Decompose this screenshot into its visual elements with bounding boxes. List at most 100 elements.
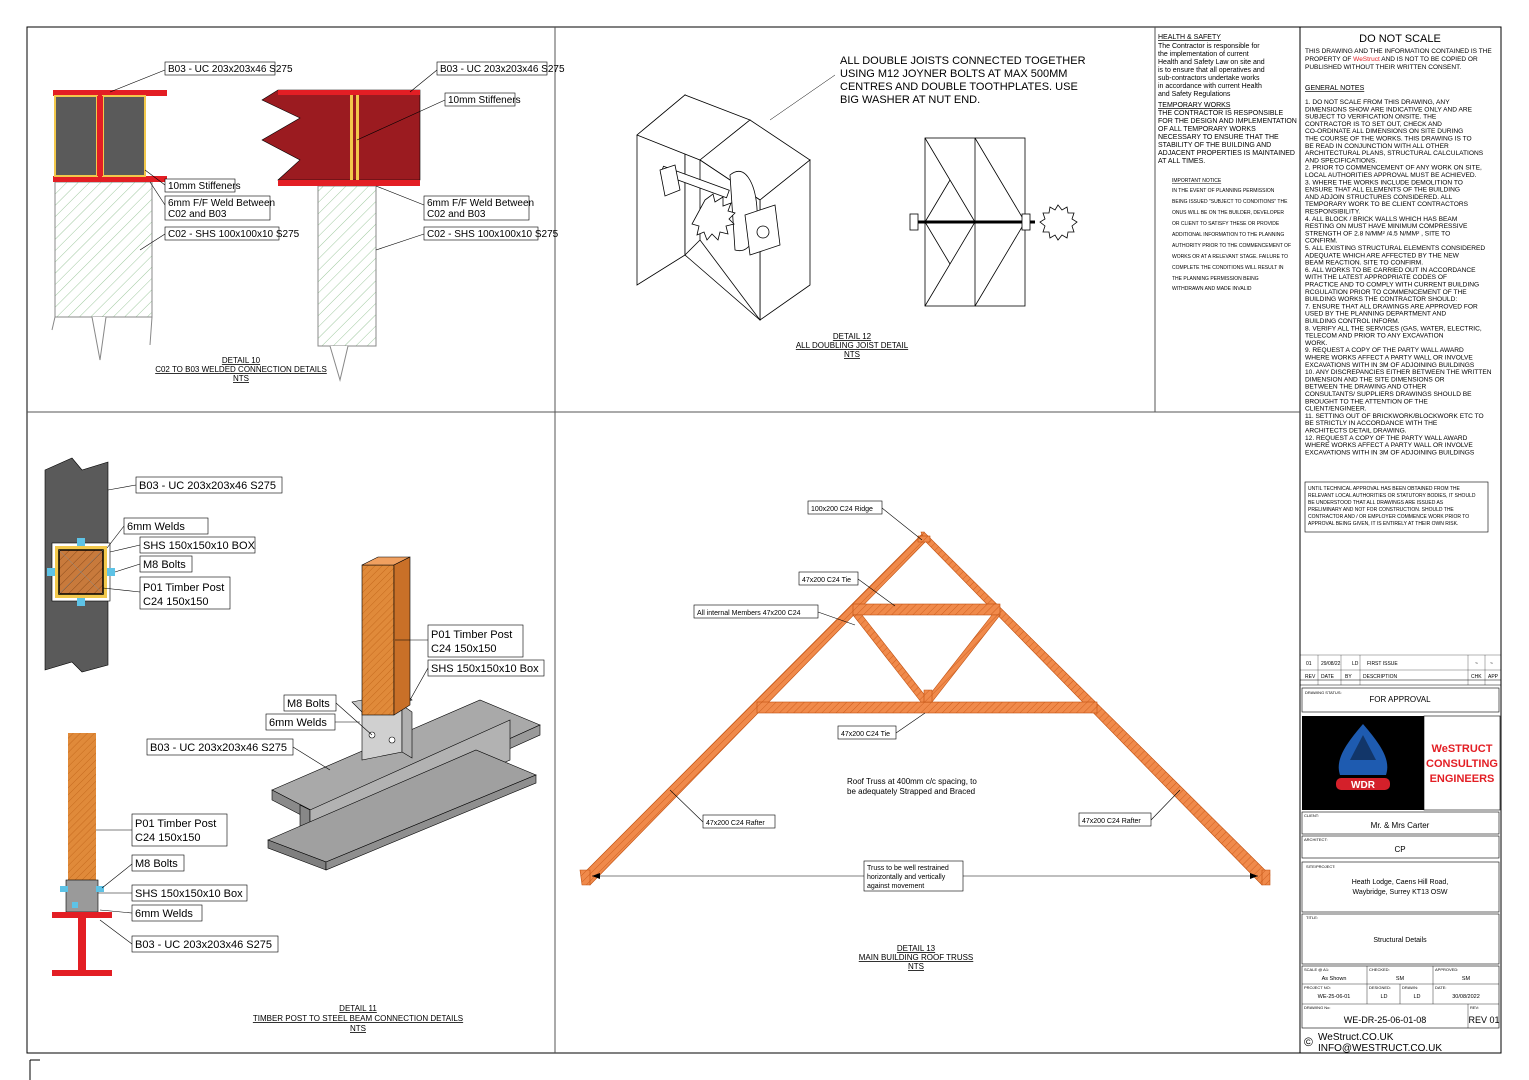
svg-text:SITE/PROJECT:: SITE/PROJECT:: [1306, 864, 1335, 869]
svg-text:APP: APP: [1488, 674, 1499, 680]
do-not-scale-label: DO NOT SCALE: [1359, 33, 1441, 45]
d11-elev-post-label-1: P01 Timber Post: [135, 818, 216, 830]
detail11-plan-drawing: [44, 457, 115, 673]
detail-10: B03 - UC 203x203x46 S275 10mm Stiffeners…: [51, 61, 565, 383]
detail-13: 100x200 C24 Ridge 47x200 C24 Tie All int…: [579, 500, 1271, 971]
svg-text:CHK: CHK: [1471, 674, 1482, 680]
svg-text:BY: BY: [1345, 674, 1352, 680]
general-note-line: BETWEEN THE DRAWING AND OTHER: [1305, 384, 1426, 391]
detail12-caption: DETAIL 12 ALL DOUBLING JOIST DETAIL NTS: [796, 332, 909, 359]
svg-text:OF ALL TEMPORARY WORKS: OF ALL TEMPORARY WORKS: [1158, 126, 1256, 133]
svg-text:MAIN BUILDING ROOF TRUSS: MAIN BUILDING ROOF TRUSS: [859, 953, 974, 962]
general-note-line: THE COURSE OF THE WORKS. THIS DRAWING IS…: [1305, 136, 1472, 143]
drawn-value: LD: [1413, 994, 1420, 1000]
general-note-line: 2. PRIOR TO COMMENCEMENT OF ANY WORK ON …: [1305, 165, 1482, 172]
detail13-labels: 100x200 C24 Ridge 47x200 C24 Tie All int…: [592, 500, 1258, 892]
svg-text:NECESSARY TO ENSURE THAT THE: NECESSARY TO ENSURE THAT THE: [1158, 134, 1279, 141]
svg-text:TITLE:: TITLE:: [1306, 915, 1318, 920]
general-note-line: CO-ORDINATE ALL DIMENSIONS ON SITE DURIN…: [1305, 128, 1463, 135]
svg-text:USING M12 JOYNER BOLTS AT MAX: USING M12 JOYNER BOLTS AT MAX 500MM: [840, 68, 1067, 80]
truss-low-tie-label: 47x200 C24 Tie: [841, 731, 890, 738]
general-note-line: CONFIRM.: [1305, 238, 1338, 245]
svg-text:REV: REV: [1305, 674, 1316, 680]
d10-left-weld-label-1: 6mm F/F Weld Between: [168, 198, 275, 209]
svg-text:THIS DRAWING AND THE INFORMATI: THIS DRAWING AND THE INFORMATION CONTAIN…: [1305, 48, 1492, 55]
svg-text:and Safety Regulations: and Safety Regulations: [1158, 91, 1231, 98]
d11-elev-weld-label: 6mm Welds: [135, 908, 193, 920]
general-note-line: CONSULTANTS/ SUPPLIERS DRAWINGS SHOULD B…: [1305, 391, 1472, 398]
detail11-caption: DETAIL 11 TIMBER POST TO STEEL BEAM CONN…: [253, 1004, 463, 1033]
general-note-line: CLIENT/ENGINEER.: [1305, 406, 1367, 413]
detail13-truss: [579, 531, 1271, 886]
approval-notice-line: CONTRACTOR AND / OR EMPLOYER COMMENCE WO…: [1308, 514, 1469, 520]
general-note-line: USED BY THE PLANNING DEPARTMENT AND: [1305, 311, 1446, 318]
svg-text:PUBLISHED WITHOUT THEIR WRITTE: PUBLISHED WITHOUT THEIR WRITTEN CONSENT.: [1305, 64, 1461, 71]
general-note-line: RESTING ON MUST HAVE MINIMUM COMPRESSIVE: [1305, 223, 1468, 230]
approval-notice: UNTIL TECHNICAL APPROVAL HAS BEEN OBTAIN…: [1308, 486, 1476, 527]
drawing-status: FOR APPROVAL: [1369, 695, 1431, 704]
designed-value: LD: [1380, 994, 1387, 1000]
svg-text:LD: LD: [1352, 661, 1359, 667]
general-note-line: LOCAL AUTHORITIES APPROVAL MUST BE ACHIE…: [1305, 172, 1477, 179]
general-note-line: BEAM REACTION. SITE TO CONFIRM.: [1305, 260, 1423, 267]
general-note-line: SUBJECT TO VERIFICATION ONSITE. THE: [1305, 114, 1437, 121]
detail11-elevation-drawing: [52, 733, 112, 976]
approval-notice-line: RELEVANT LOCAL AUTHORITIES OR STATUTORY …: [1308, 493, 1476, 499]
svg-text:~: ~: [1475, 661, 1478, 667]
detail11-elevation-labels: P01 Timber Post C24 150x150 M8 Bolts SHS…: [96, 813, 279, 953]
drawing-number: WE-DR-25-06-01-08: [1344, 1015, 1427, 1025]
general-note-line: BROUGHT TO THE ATTENTION OF THE: [1305, 398, 1428, 405]
approval-notice-line: BE UNDERSTOOD THAT ALL DRAWINGS ARE ISSU…: [1308, 500, 1444, 506]
general-note-line: WHERE WORKS AFFECT A PARTY WALL OR INVOL…: [1305, 355, 1473, 362]
svg-text:TEMPORARY WORKS: TEMPORARY WORKS: [1158, 102, 1231, 109]
company-name-3: ENGINEERS: [1430, 773, 1495, 785]
approval-notice-line: UNTIL TECHNICAL APPROVAL HAS BEEN OBTAIN…: [1308, 486, 1461, 492]
detail10-right-drawing: [261, 89, 421, 382]
d11-elev-bolts-label: M8 Bolts: [135, 858, 178, 870]
truss-top-tie-label: 47x200 C24 Tie: [802, 577, 851, 584]
svg-text:Health and Safety Law on site: Health and Safety Law on site and: [1158, 59, 1265, 66]
svg-text:DETAIL 10: DETAIL 10: [222, 356, 261, 365]
general-note-line: 12. REQUEST A COPY OF THE PARTY WALL AWA…: [1305, 435, 1468, 442]
general-note-line: ARCHITECTS DETAIL DRAWING.: [1305, 428, 1407, 435]
details-grid: SCALE @ A1: As Shown CHECKED: SM APPROVE…: [1301, 965, 1500, 1029]
svg-text:ADJACENT PROPERTIES IS MAINTAI: ADJACENT PROPERTIES IS MAINTAINED: [1158, 150, 1295, 157]
general-note-line: BUILDING WORKS THE CONTRACTOR SHOULD:: [1305, 296, 1457, 303]
svg-text:AUTHORITY PRIOR TO THE COMMENC: AUTHORITY PRIOR TO THE COMMENCEMENT OF: [1172, 243, 1291, 249]
detail12-iso-joist: [636, 94, 811, 321]
site-address-1: Heath Lodge, Caens Hill Road,: [1352, 879, 1449, 886]
general-note-line: 1. DO NOT SCALE FROM THIS DRAWING, ANY: [1305, 99, 1450, 106]
general-note-line: TELECOM AND PRIOR TO ANY EXCAVATION: [1305, 333, 1444, 340]
general-note-line: EXCAVATIONS WITH IN 3M OF ADJOINING BUIL…: [1305, 449, 1475, 456]
drawing-title: Structural Details: [1373, 937, 1427, 944]
general-note-line: RESPONSIBILITY.: [1305, 209, 1360, 216]
svg-text:is to ensure that all operativ: is to ensure that all operatives and: [1158, 67, 1265, 74]
svg-text:OR CLIENT TO SATISFY THESE OR: OR CLIENT TO SATISFY THESE OR PROVIDE: [1172, 221, 1280, 227]
site-address-2: Waybridge, Surrey KT13 OSW: [1352, 889, 1447, 896]
d11-elev-post-label-2: C24 150x150: [135, 832, 200, 844]
company-name-1: WeSTRUCT: [1432, 743, 1493, 755]
svg-text:DESIGNED:: DESIGNED:: [1369, 985, 1391, 990]
d10-right-weld-label-1: 6mm F/F Weld Between: [427, 198, 534, 209]
svg-text:HEALTH & SAFETY: HEALTH & SAFETY: [1158, 34, 1221, 41]
website-text: WeStruct.CO.UK: [1318, 1032, 1394, 1043]
svg-text:THE PLANNING PERMISSION BEING: THE PLANNING PERMISSION BEING: [1172, 276, 1259, 282]
d11-plan-post-label-2: C24 150x150: [143, 596, 208, 608]
d11-iso-post-label-2: C24 150x150: [431, 643, 496, 655]
d10-left-weld-label-2: C02 and B03: [168, 209, 227, 220]
d10-left-beam-label: B03 - UC 203x203x46 S275: [168, 64, 293, 75]
detail11-iso-drawing: [267, 556, 541, 871]
client-value: Mr. & Mrs Carter: [1371, 821, 1430, 830]
general-notes-list: 1. DO NOT SCALE FROM THIS DRAWING, ANY D…: [1305, 99, 1492, 456]
d11-plan-beam-label: B03 - UC 203x203x46 S275: [139, 480, 276, 492]
svg-text:WDR: WDR: [1351, 780, 1376, 791]
truss-right-rafter-label: 47x200 C24 Rafter: [1082, 818, 1141, 825]
svg-text:DESCRIPTION: DESCRIPTION: [1363, 674, 1398, 680]
general-note-line: AND SPECIFICATIONS.: [1305, 157, 1377, 164]
general-note-line: 9. REQUEST A COPY OF THE PARTY WALL AWAR…: [1305, 347, 1464, 354]
detail-12: ALL DOUBLE JOISTS CONNECTED TOGETHER USI…: [636, 55, 1086, 359]
general-note-line: ADEQUATE WHICH ARE AFFECTED BY THE NEW: [1305, 252, 1460, 259]
svg-text:29/08/22: 29/08/22: [1321, 661, 1341, 667]
detail13-caption: DETAIL 13 MAIN BUILDING ROOF TRUSS NTS: [859, 944, 974, 971]
svg-text:NTS: NTS: [233, 374, 249, 383]
